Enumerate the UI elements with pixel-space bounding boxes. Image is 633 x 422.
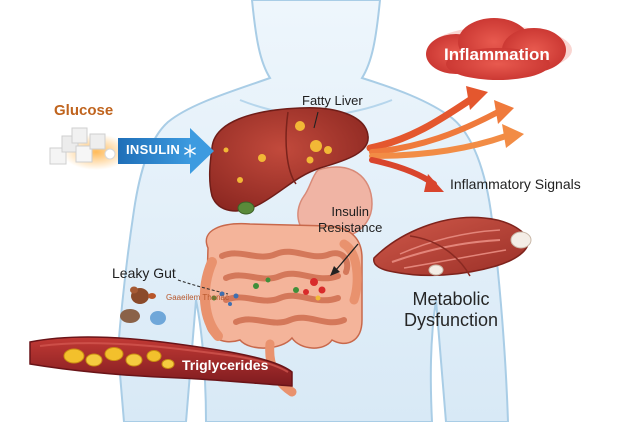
inflammation-label: Inflammation bbox=[444, 45, 550, 64]
fatty-liver-label: Fatty Liver bbox=[302, 93, 363, 108]
fatty-liver-organ bbox=[208, 107, 369, 215]
insulin-resistance-line-2: Resistance bbox=[318, 220, 383, 235]
blood-vessel-icon bbox=[29, 336, 293, 387]
bacteria-icon bbox=[120, 286, 225, 325]
glucose-label: Glucose bbox=[54, 102, 114, 119]
metabolic-line-2: Dysfunction bbox=[404, 310, 499, 330]
insulin-resistance-label: Insulin Resistance bbox=[318, 204, 382, 236]
metabolic-line-1: Metabolic bbox=[412, 289, 490, 309]
sugar-cubes-icon bbox=[49, 127, 116, 165]
inflammation-cloud-icon bbox=[426, 18, 572, 80]
leaky-gut-label: Leaky Gut bbox=[112, 265, 176, 281]
inflammatory-signal-arrows bbox=[366, 86, 524, 192]
bacteria-toxins-label: Gaaeilem Thanac bbox=[166, 293, 229, 302]
insulin-resistance-line-1: Insulin bbox=[331, 204, 369, 219]
muscle-icon bbox=[373, 216, 532, 277]
inflammatory-signals-label: Inflammatory Signals bbox=[450, 176, 581, 192]
snowflake-icon bbox=[184, 144, 196, 158]
fatty-liver-pointer bbox=[313, 111, 319, 129]
insulin-resistance-pointer bbox=[335, 243, 359, 271]
insulin-resistance-pointer-head bbox=[330, 266, 340, 276]
triglycerides-label: Triglycerides bbox=[182, 357, 269, 373]
metabolic-dysfunction-label: Metabolic Dysfunction bbox=[404, 289, 498, 331]
insulin-label: INSULIN bbox=[126, 142, 181, 157]
